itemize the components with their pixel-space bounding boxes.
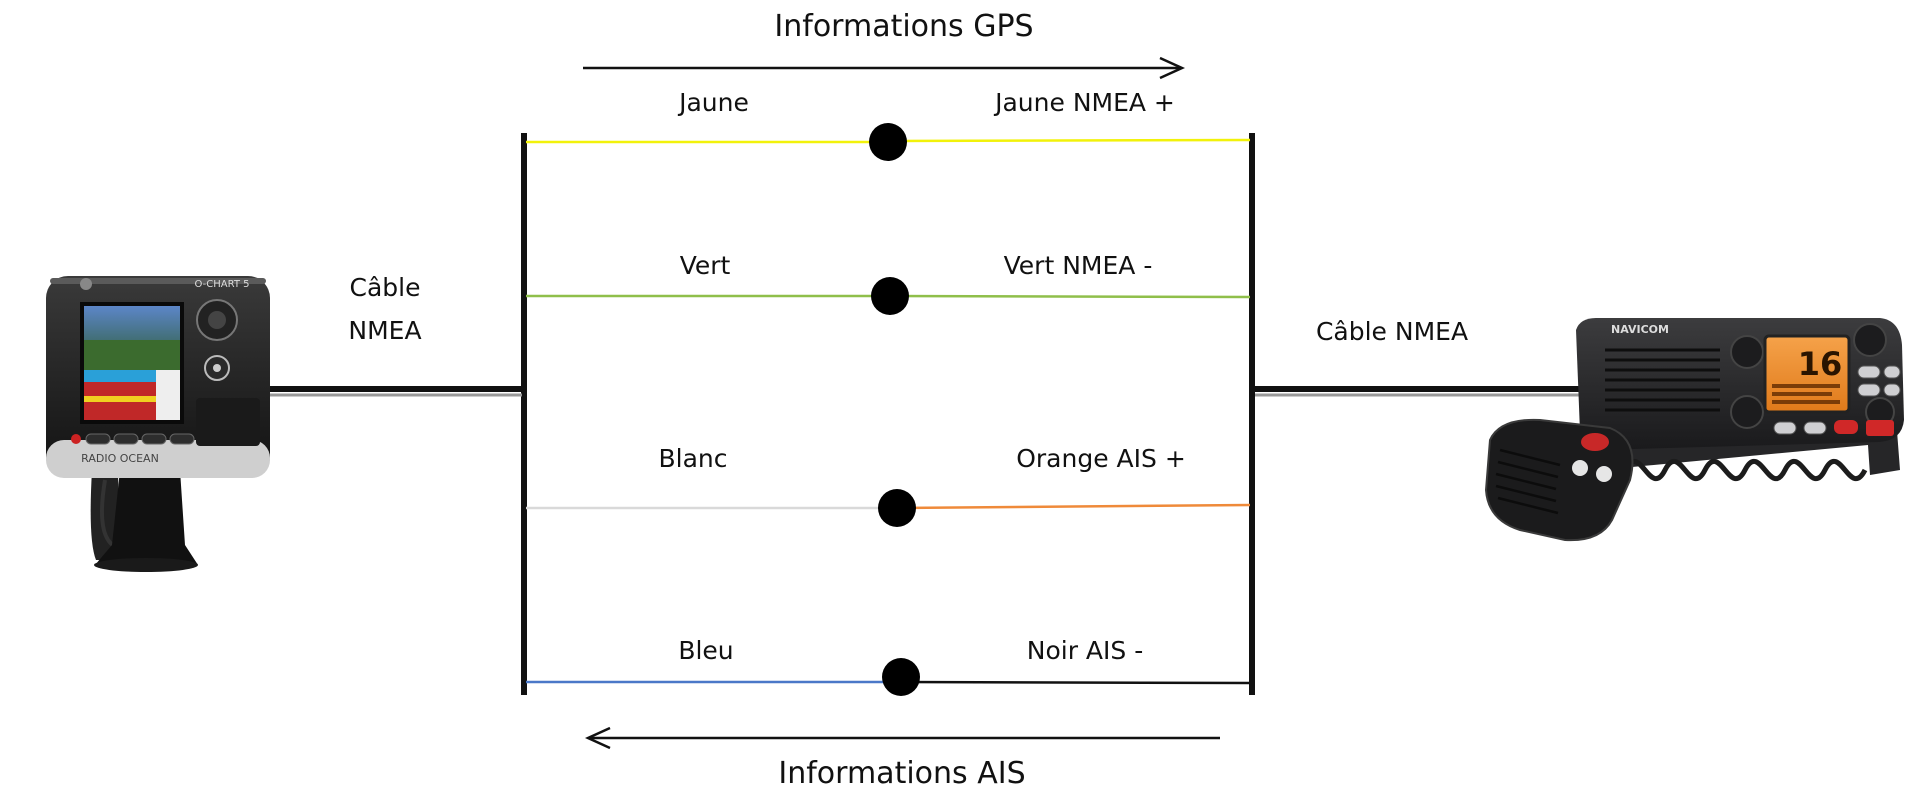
right-nmea-cable: Câble NMEA [1255,317,1590,397]
wire-junction-dot [882,658,920,696]
wire-right-label: Jaune NMEA + [993,88,1175,117]
ais-flow: Informations AIS [584,726,1220,791]
gps-flow-label: Informations GPS [774,9,1033,44]
chartplotter-brand-text: RADIO OCEAN [81,452,159,465]
vhf-radio-volume-knob [1730,335,1764,369]
wire-right-label: Orange AIS + [1016,444,1186,473]
left-cable-label-line1: Câble [350,273,421,302]
wire-left-label: Vert [680,251,731,280]
wire-junction-dot [871,277,909,315]
ais-flow-label: Informations AIS [778,756,1025,791]
vhf-radio-squelch-knob [1730,395,1764,429]
wire-left-label: Bleu [678,636,733,665]
wire-left-label: Jaune [677,88,749,117]
chartplotter-device: O-CHART 5 RADIO OCEAN [46,276,270,572]
wire-right-segment [889,294,1251,299]
wire-2: Vert Vert NMEA - [526,251,1251,315]
wire-3: Blanc Orange AIS + [526,444,1251,527]
vhf-radio-microphone [1484,418,1634,542]
ais-flow-arrowhead [584,726,611,750]
vhf-radio-brand-text: NAVICOM [1611,323,1669,336]
gps-flow-arrowhead [1159,56,1186,80]
wire-right-segment [900,680,1251,685]
gps-flow: Informations GPS [583,9,1186,80]
vhf-radio-channel-display: 16 [1798,345,1843,383]
wire-right-segment [887,138,1251,143]
right-cable-label: Câble NMEA [1316,317,1468,346]
wire-1: Jaune Jaune NMEA + [526,88,1251,161]
wire-junction-dot [878,489,916,527]
wire-right-label: Vert NMEA - [1004,251,1153,280]
chartplotter-model-text: O-CHART 5 [195,279,250,290]
left-cable-label-line2: NMEA [348,316,421,345]
wire-left-label: Blanc [658,444,727,473]
wire-right-segment [896,503,1251,510]
vhf-radio-device: NAVICOM 16 [1484,318,1904,542]
left-nmea-cable: Câble NMEA [262,273,522,397]
wire-4: Bleu Noir AIS - [526,636,1251,696]
wire-right-label: Noir AIS - [1027,636,1143,665]
wire-junction-dot [869,123,907,161]
